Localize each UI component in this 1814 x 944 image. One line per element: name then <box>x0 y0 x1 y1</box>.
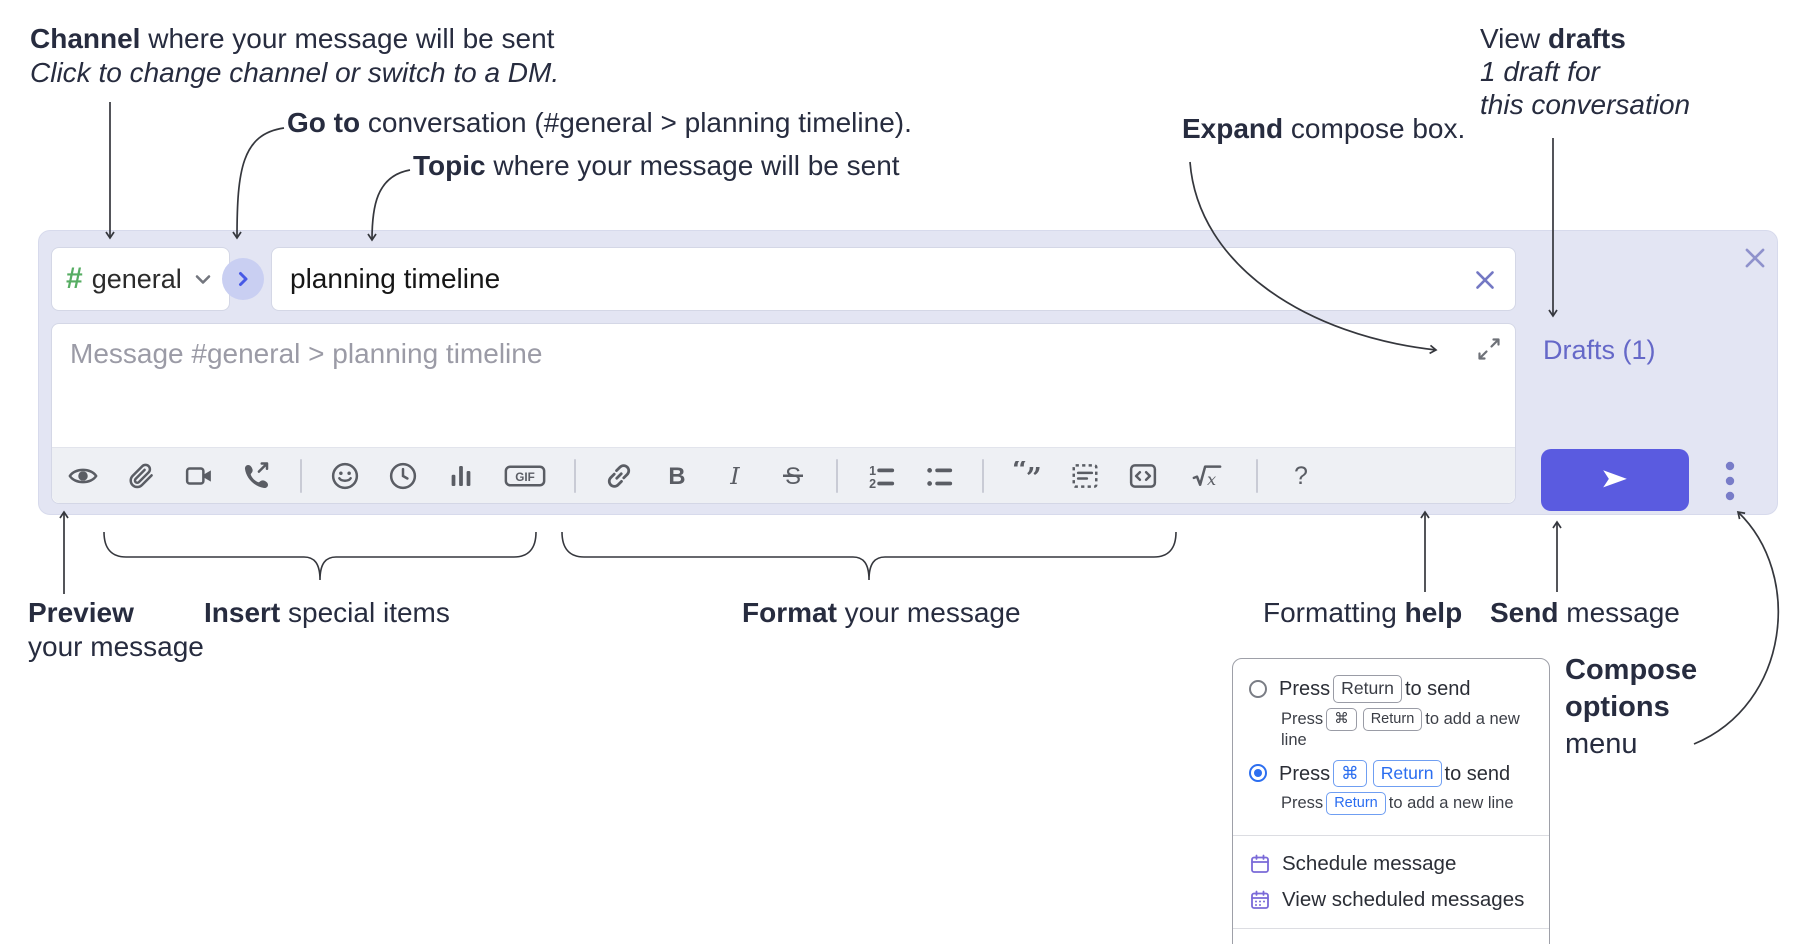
channel-hash-icon: # <box>66 262 83 295</box>
svg-text:GIF: GIF <box>515 470 535 483</box>
key-cmd: ⌘ <box>1326 707 1357 731</box>
toolbar-divider <box>574 458 576 493</box>
send-plane-icon <box>1603 470 1627 488</box>
topic-input[interactable] <box>272 248 1515 310</box>
svg-text:I: I <box>729 462 740 490</box>
compose-box: # general <box>38 230 1778 515</box>
key-return: Return <box>1362 707 1423 731</box>
voice-call-icon[interactable] <box>242 461 272 491</box>
svg-text:”: ” <box>1026 461 1042 490</box>
channel-annotation: Channel where your message will be sent <box>30 23 555 54</box>
toolbar-divider <box>982 458 984 493</box>
code-icon[interactable] <box>1128 461 1158 491</box>
menu-item-schedule-message[interactable]: Schedule message <box>1249 846 1533 882</box>
attach-paperclip-icon[interactable] <box>126 461 156 491</box>
preview-eye-icon[interactable] <box>68 461 98 491</box>
bold-icon[interactable]: B <box>662 461 692 491</box>
compose-options-annotation-line2: options <box>1565 691 1670 723</box>
close-icon <box>1745 248 1765 268</box>
expand-annotation: Expand compose box. <box>1182 113 1466 144</box>
formatting-help-annotation: Formatting help <box>1263 597 1463 628</box>
svg-text:2: 2 <box>869 476 876 490</box>
svg-text:1: 1 <box>869 463 876 477</box>
formatting-help-icon[interactable]: ? <box>1286 461 1316 491</box>
toolbar-divider <box>836 458 838 493</box>
link-icon[interactable] <box>604 461 634 491</box>
send-annotation: Send message <box>1490 597 1680 628</box>
italic-icon[interactable]: I <box>720 461 750 491</box>
svg-text:?: ? <box>1294 462 1308 490</box>
radio-unselected-icon[interactable] <box>1249 679 1267 698</box>
global-time-clock-icon[interactable] <box>388 461 418 491</box>
gif-icon[interactable]: GIF <box>504 461 546 491</box>
view-drafts-annotation-line3: this conversation <box>1480 89 1691 120</box>
topic-clear-button[interactable] <box>1471 266 1499 294</box>
quote-icon[interactable]: “” <box>1012 461 1042 491</box>
channel-annotation-bold: Channel <box>30 23 141 54</box>
vertical-ellipsis-icon <box>1725 461 1735 501</box>
channel-name: general <box>91 263 182 294</box>
go-to-conversation-button[interactable] <box>222 258 264 300</box>
topic-annotation: Topic where your message will be sent <box>413 150 900 181</box>
emoji-icon[interactable] <box>330 461 360 491</box>
svg-text:“: “ <box>1012 461 1028 486</box>
draft-section: Save draft and start a new message <box>1233 928 1549 944</box>
strikethrough-icon[interactable]: S <box>778 461 808 491</box>
compose-options-button[interactable] <box>1715 453 1745 509</box>
schedule-section: Schedule message View scheduled messages <box>1233 835 1549 928</box>
expand-compose-button[interactable] <box>1475 336 1503 364</box>
svg-text:x: x <box>1207 469 1216 488</box>
compose-toolbar: GIF B I S 12 <box>52 447 1515 503</box>
message-box: GIF B I S 12 <box>51 323 1516 504</box>
channel-selector[interactable]: # general <box>51 247 230 311</box>
key-return: Return <box>1372 759 1442 788</box>
poll-chart-icon[interactable] <box>446 461 476 491</box>
math-icon[interactable]: x <box>1186 461 1228 491</box>
calendar-grid-icon <box>1251 890 1269 909</box>
toolbar-divider <box>300 458 302 493</box>
expand-icon <box>1478 338 1500 360</box>
format-annotation: Format your message <box>742 597 1021 628</box>
menu-item-view-scheduled-messages[interactable]: View scheduled messages <box>1249 882 1533 918</box>
insert-annotation: Insert special items <box>204 597 450 628</box>
svg-text:B: B <box>668 463 685 490</box>
view-drafts-annotation-line2: 1 draft for <box>1480 56 1600 87</box>
preview-annotation-line2: your message <box>28 631 204 662</box>
compose-options-annotation-line3: menu <box>1565 728 1638 760</box>
menu-item-save-draft-new-message[interactable]: Save draft and start a new message <box>1249 939 1533 944</box>
send-button[interactable] <box>1541 449 1689 511</box>
goto-annotation: Go to conversation (#general > planning … <box>287 107 912 138</box>
key-cmd: ⌘ <box>1333 759 1367 788</box>
drafts-link[interactable]: Drafts (1) <box>1543 335 1656 365</box>
video-call-icon[interactable] <box>184 461 214 491</box>
key-return: Return <box>1333 675 1402 703</box>
close-compose-button[interactable] <box>1739 243 1771 275</box>
preview-annotation: Preview <box>28 597 134 628</box>
compose-options-annotation-line1: Compose <box>1565 654 1698 686</box>
spoiler-icon[interactable] <box>1070 461 1100 491</box>
close-icon <box>1476 271 1494 289</box>
channel-annotation-sub: Click to change channel or switch to a D… <box>30 57 560 88</box>
key-return: Return <box>1326 792 1386 816</box>
view-drafts-annotation: View drafts <box>1480 23 1626 54</box>
calendar-icon <box>1251 854 1269 873</box>
bulleted-list-icon[interactable] <box>924 461 954 491</box>
radio-selected-icon[interactable] <box>1249 764 1267 783</box>
toolbar-divider <box>1256 458 1258 493</box>
topic-field-wrap <box>271 247 1516 311</box>
chevron-right-icon <box>239 272 248 286</box>
chevron-down-icon <box>195 275 211 284</box>
message-input[interactable] <box>52 324 1515 446</box>
